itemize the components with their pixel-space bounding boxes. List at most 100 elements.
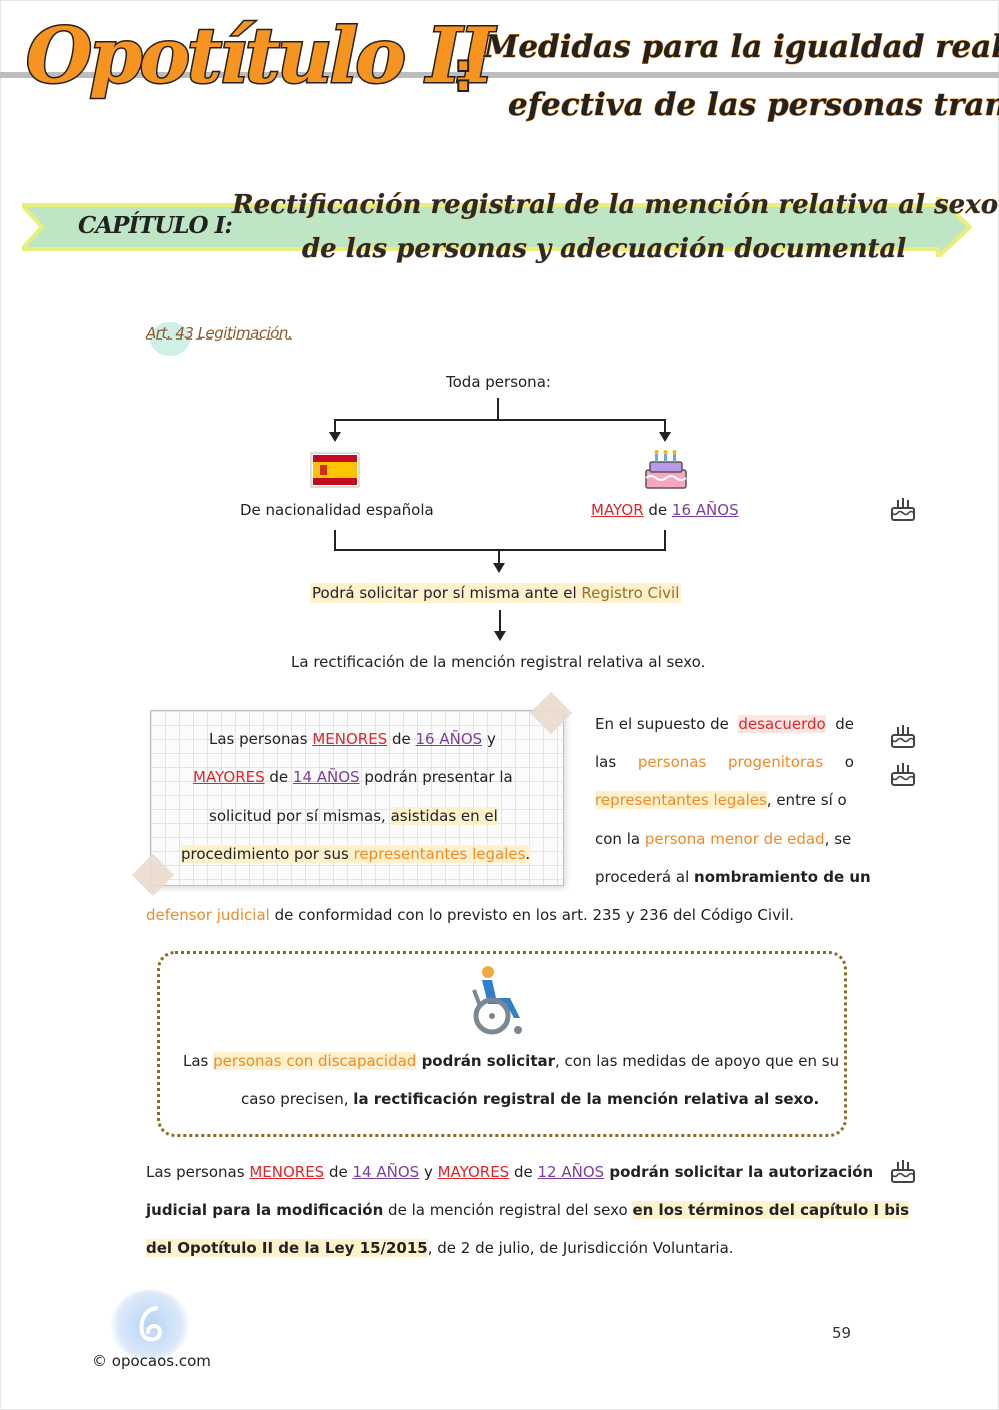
nombramiento-label: nombramiento de un	[694, 868, 871, 886]
side-text: o	[844, 753, 854, 771]
age-14-label: 14 AÑOS	[292, 768, 360, 786]
note-line-1: Las personas MENORES de 16 AÑOS y	[209, 730, 496, 748]
minors-line-3: del Opotítulo II de la Ley 15/2015, de 2…	[146, 1239, 734, 1257]
side-text: con la	[595, 830, 645, 848]
flow-bottom-text: La rectificación de la mención registral…	[291, 653, 706, 671]
side-text: de	[830, 715, 854, 733]
spain-flag-icon	[310, 452, 360, 488]
flow-connector	[497, 398, 499, 420]
flow-connector	[334, 419, 336, 433]
note-highlight: asistidas en el	[390, 807, 498, 825]
note-line-4: procedimiento por sus representantes leg…	[181, 845, 531, 863]
minors-highlight: en los términos del capítulo I bis	[632, 1201, 910, 1219]
menor-edad-label: persona menor de edad	[644, 830, 825, 848]
disability-text: podrán solicitar	[416, 1052, 556, 1070]
disability-line-1: Las personas con discapacidad podrán sol…	[183, 1052, 839, 1070]
note-text: de	[387, 730, 416, 748]
page-title: Opotítulo II	[25, 11, 496, 100]
flow-connector	[664, 530, 666, 550]
page-number: 59	[832, 1324, 852, 1342]
minors-text: podrán solicitar la autorización	[604, 1163, 874, 1181]
side-text: las	[595, 753, 617, 771]
menores-label: MENORES	[312, 730, 388, 748]
arrow-down-icon	[659, 432, 671, 442]
registro-civil-label: Registro Civil	[581, 584, 680, 602]
flow-connector	[334, 530, 336, 550]
representantes-label: representantes legales	[353, 845, 526, 863]
disability-text: Las	[183, 1052, 214, 1070]
flow-connector	[334, 549, 666, 551]
disability-line-2: caso precisen, la rectificación registra…	[241, 1090, 819, 1108]
representantes-label: representantes legales	[595, 791, 767, 809]
note-text: Las personas	[209, 730, 313, 748]
personas-label: personas	[637, 753, 707, 771]
disability-text: la rectificación registral de la mención…	[353, 1090, 820, 1108]
flow-connector	[334, 419, 666, 421]
arrow-down-icon	[329, 432, 341, 442]
minors-line-2: judicial para la modificación de la menc…	[146, 1201, 910, 1219]
note-text: de	[264, 768, 293, 786]
flow-right-text: MAYOR de 16 AÑOS	[591, 501, 739, 519]
note-text: .	[525, 845, 531, 863]
minors-text: de	[324, 1163, 353, 1181]
flow-left-text: De nacionalidad española	[240, 501, 434, 519]
note-text: procedimiento por sus	[181, 845, 354, 863]
chapter-label: CAPÍTULO I:	[78, 212, 233, 239]
flow-right-connector: de	[643, 501, 672, 519]
cake-icon	[891, 763, 915, 786]
minors-text: judicial para la modificación	[146, 1201, 384, 1219]
flow-connector	[499, 610, 501, 632]
minors-text: de	[509, 1163, 538, 1181]
note-line-2: MAYORES de 14 AÑOS podrán presentar la	[193, 768, 513, 786]
disability-box	[157, 951, 847, 1137]
side-line-6: defensor judicial de conformidad con lo …	[146, 906, 794, 924]
side-text: de conformidad con lo previsto en los ar…	[269, 906, 795, 924]
copyright-text: © opocaos.com	[92, 1352, 211, 1370]
side-text: procederá al	[595, 868, 695, 886]
chapter-banner-arrow	[22, 197, 972, 257]
flow-middle-text: Podrá solicitar por sí misma ante el Reg…	[310, 583, 682, 603]
arrow-down-icon	[493, 563, 505, 573]
disability-text: , con las medidas de apoyo que en su	[555, 1052, 840, 1070]
side-line-1: En el supuesto de desacuerdo de	[595, 715, 854, 733]
subtitle-line-2: efectiva de las personas trans	[507, 87, 999, 123]
minors-highlight: del Opotítulo II de la Ley 15/2015	[146, 1239, 428, 1257]
defensor-judicial-label: defensor judicial	[146, 906, 270, 924]
article-title: Art. 43 Legitimación.	[146, 324, 293, 342]
flow-top-text: Toda persona:	[446, 373, 551, 391]
age-16-label: 16 AÑOS	[671, 501, 739, 519]
flow-middle-main: Podrá solicitar por sí misma ante el	[312, 584, 582, 602]
side-text: , se	[824, 830, 852, 848]
menores-label: MENORES	[249, 1163, 325, 1181]
cake-icon	[891, 498, 915, 521]
side-text: , entre sí o	[766, 791, 847, 809]
mayores-label: MAYORES	[437, 1163, 510, 1181]
subtitle-line-1: Medidas para la igualdad real y	[484, 29, 999, 65]
age-14-label: 14 AÑOS	[352, 1163, 420, 1181]
flow-connector	[664, 419, 666, 433]
side-line-4: con la persona menor de edad, se	[595, 830, 851, 848]
minors-text: Las personas	[146, 1163, 250, 1181]
birthday-cake-icon	[645, 450, 687, 489]
logo-swirl-icon	[139, 1306, 163, 1342]
age-12-label: 12 AÑOS	[537, 1163, 605, 1181]
mayor-label: MAYOR	[591, 501, 644, 519]
side-line-3: representantes legales, entre sí o	[595, 791, 847, 809]
side-line-5: procederá al nombramiento de un	[595, 868, 871, 886]
disability-text: caso precisen,	[241, 1090, 354, 1108]
minors-text: y	[419, 1163, 438, 1181]
note-text: solicitud por sí mismas,	[209, 807, 391, 825]
article-marker-dot	[150, 322, 190, 356]
flow-connector	[498, 550, 500, 564]
mayores-label: MAYORES	[193, 768, 265, 786]
minors-line-1: Las personas MENORES de 14 AÑOS y MAYORE…	[146, 1163, 873, 1181]
wheelchair-icon	[472, 966, 522, 1035]
title-colon: :	[451, 39, 475, 106]
note-line-3: solicitud por sí mismas, asistidas en el	[209, 807, 498, 825]
arrow-down-icon	[494, 631, 506, 641]
note-text: y	[482, 730, 496, 748]
discapacidad-label: personas con discapacidad	[213, 1052, 417, 1070]
header-rule	[0, 72, 999, 78]
side-text: En el supuesto de	[595, 715, 734, 733]
